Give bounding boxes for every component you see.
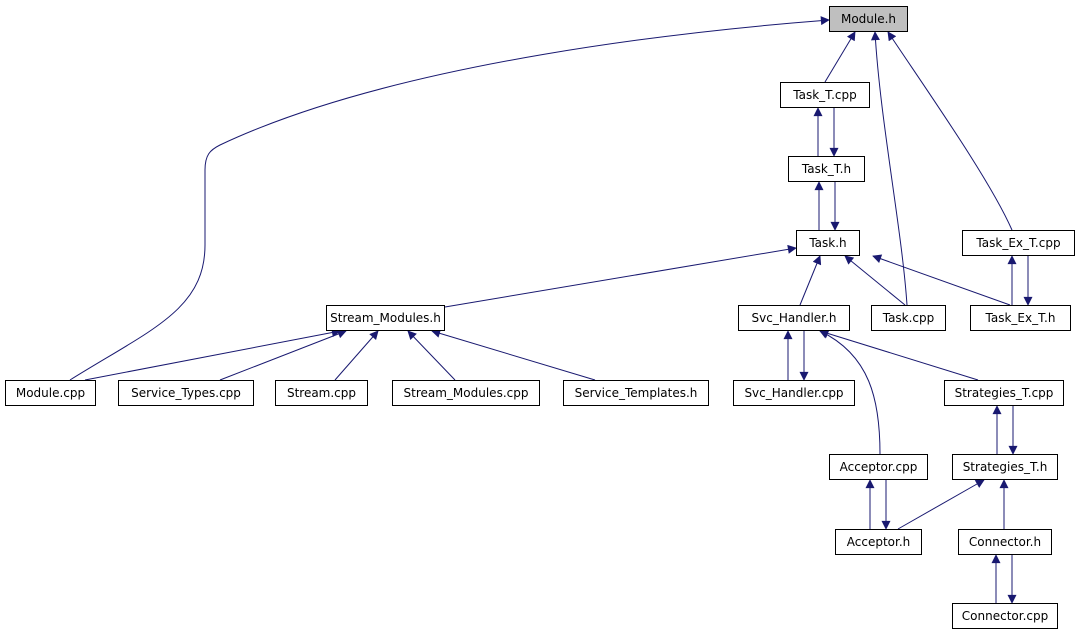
edge-stream-modules-cpp-to-stream-modules-h	[407, 330, 456, 381]
node-task-cpp[interactable]: Task.cpp	[871, 305, 946, 331]
node-task-ex-t-cpp[interactable]: Task_Ex_T.cpp	[962, 230, 1075, 256]
node-service-templates-h[interactable]: Service_Templates.h	[563, 380, 709, 406]
edge-acceptor-cpp-to-svc-handler-h	[819, 330, 881, 455]
node-service-types-cpp[interactable]: Service_Types.cpp	[118, 380, 254, 406]
node-svc-handler-h[interactable]: Svc_Handler.h	[738, 305, 850, 331]
node-task-ex-t-h[interactable]: Task_Ex_T.h	[970, 305, 1071, 331]
edge-task-t-cpp-to-module-h	[824, 31, 856, 83]
node-stream-modules-h[interactable]: Stream_Modules.h	[326, 305, 445, 331]
edge-stream-modules-h-to-task-h	[444, 244, 797, 308]
node-acceptor-cpp[interactable]: Acceptor.cpp	[829, 454, 928, 480]
edge-acceptor-h-to-strategies-t-h	[897, 479, 985, 530]
node-module-h: Module.h	[829, 6, 908, 32]
node-connector-cpp[interactable]: Connector.cpp	[952, 603, 1058, 629]
edge-service-templates-h-to-stream-modules-h	[431, 329, 596, 381]
node-strategies-t-h[interactable]: Strategies_T.h	[952, 454, 1058, 480]
node-stream-cpp[interactable]: Stream.cpp	[275, 380, 368, 406]
node-stream-modules-cpp[interactable]: Stream_Modules.cpp	[392, 380, 540, 406]
node-module-cpp[interactable]: Module.cpp	[5, 380, 96, 406]
edge-module-cpp-to-stream-modules-h	[84, 328, 341, 381]
node-acceptor-h[interactable]: Acceptor.h	[835, 529, 922, 555]
node-task-h[interactable]: Task.h	[796, 230, 860, 256]
edge-task-cpp-to-task-h	[844, 255, 906, 306]
edge-svc-handler-h-to-task-h	[799, 255, 822, 306]
edge-task-ex-t-h-to-task-h	[872, 254, 1011, 306]
node-svc-handler-cpp[interactable]: Svc_Handler.cpp	[733, 380, 855, 406]
node-task-t-cpp[interactable]: Task_T.cpp	[780, 82, 870, 108]
edge-task-ex-t-cpp-to-module-h	[887, 31, 1013, 231]
edge-task-cpp-to-module-h	[870, 31, 908, 306]
node-connector-h[interactable]: Connector.h	[958, 529, 1052, 555]
node-strategies-t-cpp[interactable]: Strategies_T.cpp	[944, 380, 1064, 406]
edge-stream-cpp-to-stream-modules-h	[334, 330, 379, 381]
edge-module-cpp-to-module-h	[69, 16, 830, 381]
node-task-t-h[interactable]: Task_T.h	[788, 156, 865, 182]
edge-service-types-cpp-to-stream-modules-h	[219, 329, 347, 381]
edge-strategies-t-cpp-to-svc-handler-h	[819, 329, 979, 381]
